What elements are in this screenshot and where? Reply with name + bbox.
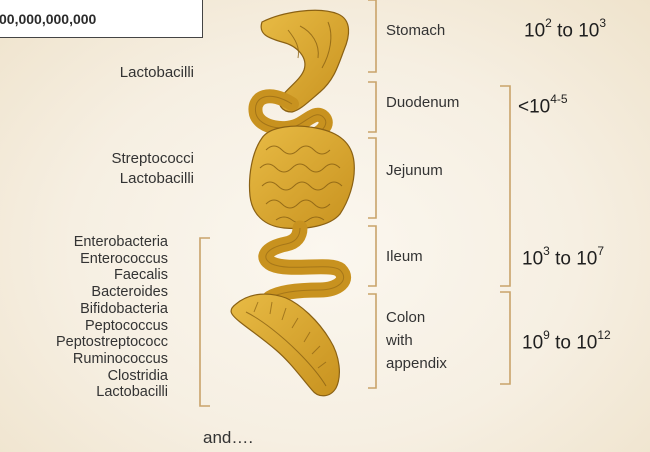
bacteria-item: Enterococcus bbox=[0, 251, 168, 268]
ileum-count: 103 to 107 bbox=[522, 246, 604, 270]
duodenum-label: Duodenum bbox=[386, 94, 459, 111]
stomach-bacteria-label: Lactobacilli bbox=[0, 64, 194, 81]
ileum-shape bbox=[266, 228, 344, 298]
colon-label-line: Colon bbox=[386, 306, 447, 329]
duodenum-jejunum-count: <104-5 bbox=[518, 94, 568, 118]
bacteria-count-box: 00,000,000,000 bbox=[0, 0, 203, 38]
stomach-count: 102 to 103 bbox=[524, 18, 606, 42]
bacteria-item: Lactobacilli bbox=[0, 384, 168, 401]
jejunum-label: Jejunum bbox=[386, 162, 443, 179]
colon-label-line: appendix bbox=[386, 352, 447, 375]
bacteria-item: Ruminococcus bbox=[0, 351, 168, 368]
colon-count: 109 to 1012 bbox=[522, 330, 611, 354]
ileum-label: Ileum bbox=[386, 248, 423, 265]
stomach-label: Stomach bbox=[386, 22, 445, 39]
bacteria-item: Enterobacteria bbox=[0, 234, 168, 251]
bacteria-item: Faecalis bbox=[0, 267, 168, 284]
colon-bacteria-list: Enterobacteria Enterococcus Faecalis Bac… bbox=[0, 234, 168, 401]
bacteria-item: Peptococcus bbox=[0, 318, 168, 335]
bacteria-item: Clostridia bbox=[0, 368, 168, 385]
colon-label-line: with bbox=[386, 329, 447, 352]
bacteria-count-text: 00,000,000,000 bbox=[0, 11, 96, 27]
and-more-label: and…. bbox=[203, 428, 253, 448]
jejunum-shape bbox=[250, 126, 355, 228]
bacteria-item: Peptostreptococc bbox=[0, 334, 168, 351]
bacteria-item: Bacteroides bbox=[0, 284, 168, 301]
jejunum-bacteria-label-2: Lactobacilli bbox=[0, 170, 194, 187]
colon-label: Colon with appendix bbox=[386, 306, 447, 375]
organ-brackets bbox=[200, 0, 510, 406]
colon-shape bbox=[231, 294, 339, 396]
jejunum-bacteria-label-1: Streptococci bbox=[0, 150, 194, 167]
bacteria-item: Bifidobacteria bbox=[0, 301, 168, 318]
